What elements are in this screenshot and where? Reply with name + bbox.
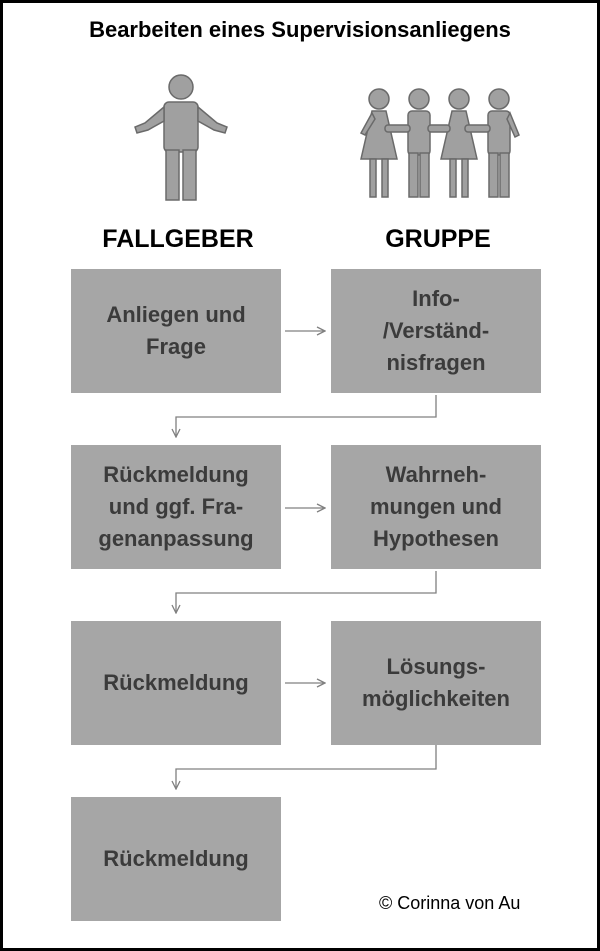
step-rueckmeldung-fragenanpassung: Rückmeldung und ggf. Fra- genanpassung [71, 445, 281, 569]
arrow-s6-to-s7 [176, 745, 437, 789]
step-line: Anliegen und [106, 302, 246, 328]
step-line: Rückmeldung [103, 462, 249, 488]
step-line: Info- [412, 286, 460, 312]
step-line: genanpassung [98, 525, 254, 551]
copyright-note: © Corinna von Au [379, 893, 521, 913]
step-info-verstaendnisfragen: Info- /Verständ- nisfragen [331, 269, 541, 393]
column-label-fallgeber: FALLGEBER [102, 225, 254, 253]
step-line: /Verständ- [382, 318, 490, 344]
column-label-gruppe: GRUPPE [385, 225, 491, 253]
step-line: nisfragen [386, 349, 486, 375]
person-shrugging-icon [134, 74, 228, 201]
arrow-s4-to-s5 [176, 571, 437, 613]
step-line: und ggf. Fra- [108, 494, 244, 520]
step-line: möglichkeiten [362, 686, 510, 711]
step-line: Rückmeldung [103, 846, 249, 872]
step-rueckmeldung-2: Rückmeldung [71, 797, 281, 921]
step-line: Rückmeldung [103, 670, 249, 696]
step-wahrnehmungen-hypothesen: Wahrneh- mungen und Hypothesen [331, 445, 541, 569]
step-rueckmeldung-1: Rückmeldung [71, 621, 281, 745]
step-anliegen-und-frage: Anliegen und Frage [71, 269, 281, 393]
diagram-title: Bearbeiten eines Supervisionsanliegens [89, 17, 511, 42]
step-line: Lösungs- [386, 654, 486, 680]
group-of-people-icon [359, 88, 520, 198]
step-line: Hypothesen [373, 525, 499, 551]
flow-connectors [3, 3, 437, 948]
arrow-s2-to-s3 [176, 395, 437, 437]
step-line: mungen und [370, 494, 502, 520]
step-line: Wahrneh- [385, 462, 487, 488]
step-line: Frage [146, 334, 206, 359]
step-loesungsmoeglichkeiten: Lösungs- möglichkeiten [331, 621, 541, 745]
